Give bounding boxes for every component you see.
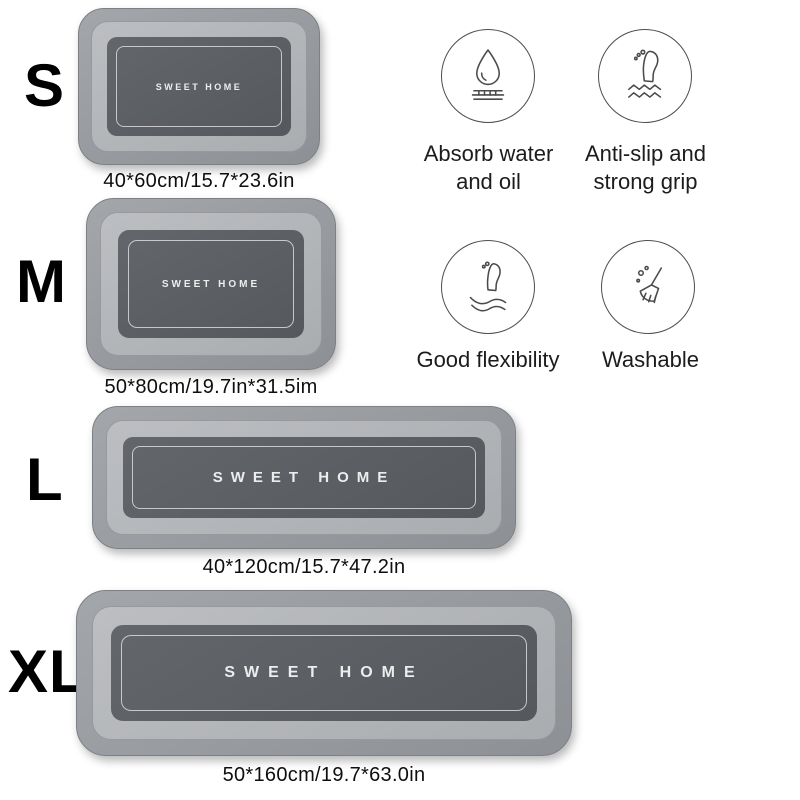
mat-s: SWEET HOME	[78, 8, 320, 165]
feature-label-antislip: Anti-slip and strong grip	[584, 141, 707, 194]
feature-circle-flex	[441, 240, 535, 334]
feature-label-absorb: Absorb water and oil	[423, 141, 554, 194]
dimension-text-l: 40*120cm/15.7*47.2in	[202, 556, 406, 578]
water-drop-icon	[471, 49, 505, 100]
mat-l-center: SWEET HOME	[123, 437, 485, 518]
broom-icon	[636, 265, 663, 304]
mat-s-center: SWEET HOME	[107, 37, 291, 136]
feature-label-flex: Good flexibility	[416, 347, 560, 372]
flex-foot-icon	[469, 261, 507, 312]
mat-l-text: SWEET HOME	[212, 469, 396, 486]
mat-m-mid-band: SWEET HOME	[100, 212, 322, 356]
feature-circle-absorb	[441, 29, 535, 123]
size-label-s: S	[24, 52, 66, 119]
mat-xl-text: SWEET HOME	[224, 664, 424, 681]
size-label-xl: XL	[8, 638, 87, 705]
size-label-m: M	[16, 248, 67, 315]
feature-circle-antislip	[598, 29, 692, 123]
mat-l-mid-band: SWEET HOME	[106, 420, 502, 535]
mat-l: SWEET HOME	[92, 406, 516, 549]
mat-xl-mid-band: SWEET HOME	[92, 606, 556, 740]
mat-m-center: SWEET HOME	[118, 230, 304, 338]
mat-m-text: SWEET HOME	[161, 278, 261, 290]
feature-circle-wash	[601, 240, 695, 334]
anti-slip-foot-icon	[628, 49, 662, 98]
mat-xl: SWEET HOME	[76, 590, 572, 756]
size-label-l: L	[26, 446, 64, 513]
feature-label-wash: Washable	[601, 347, 699, 372]
mat-s-mid-band: SWEET HOME	[91, 21, 307, 152]
dimension-text-m: 50*80cm/19.7in*31.5im	[104, 376, 318, 398]
dimension-text-s: 40*60cm/15.7*23.6in	[103, 170, 295, 192]
mat-m: SWEET HOME	[86, 198, 336, 370]
mat-s-text: SWEET HOME	[155, 81, 243, 92]
mat-xl-center: SWEET HOME	[111, 625, 537, 721]
dimension-text-xl: 50*160cm/19.7*63.0in	[222, 764, 426, 786]
